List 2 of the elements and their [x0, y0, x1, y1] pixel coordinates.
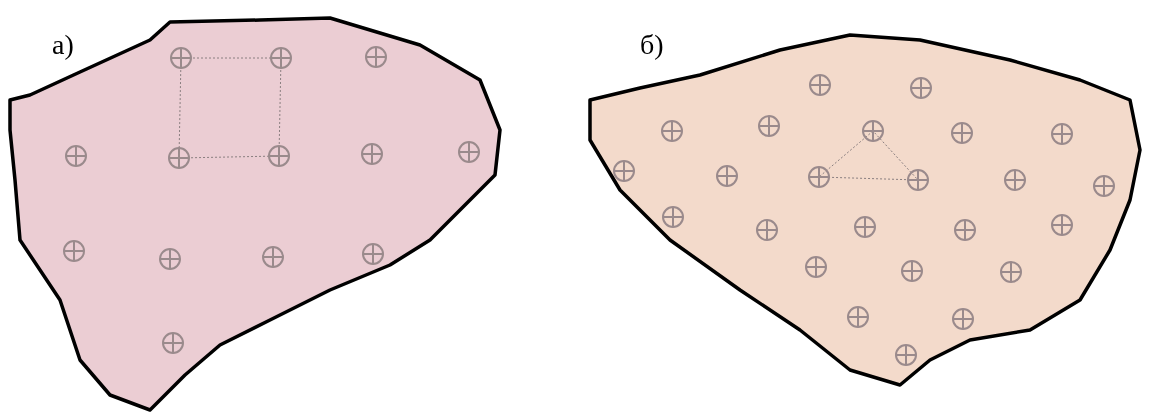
panel-label: а) [52, 30, 74, 60]
panel-label: б) [640, 30, 664, 60]
